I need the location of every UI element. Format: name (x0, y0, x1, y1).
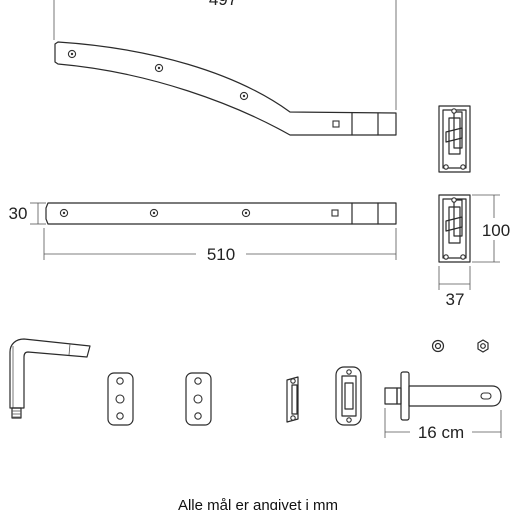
dimension-straight-length: 510 (43, 228, 397, 264)
footer-note: Alle mål er angivet i mm (178, 497, 338, 510)
dimension-plate-width: 37 (438, 266, 471, 309)
dimension-strap-width: 30 (9, 202, 46, 225)
dimension-curved-length: 497 (53, 0, 397, 110)
round-nut (431, 339, 445, 353)
dimension-straight-length-label: 510 (207, 245, 235, 264)
small-plate-right (185, 372, 212, 426)
dimension-plate-height-label: 100 (482, 221, 510, 240)
straight-strap-hinge (45, 202, 397, 225)
latch-plate (335, 366, 362, 426)
small-plate-left (107, 372, 134, 426)
mounting-plate-top (438, 105, 471, 173)
small-bracket (286, 376, 299, 423)
dimension-pin-length-label: 16 cm (418, 423, 464, 442)
dimension-plate-width-label: 37 (446, 290, 465, 309)
dimension-plate-height: 100 (472, 194, 510, 263)
dimension-pin-length: 16 cm (384, 408, 502, 442)
curved-strap-hinge (54, 41, 397, 136)
dimension-strap-width-label: 30 (9, 204, 28, 223)
mounting-plate-bottom (438, 194, 471, 263)
dimension-curved-length-label: 497 (209, 0, 237, 9)
hex-nut (477, 339, 489, 353)
pin-with-plate (384, 371, 502, 421)
l-shaped-pin (9, 338, 91, 419)
